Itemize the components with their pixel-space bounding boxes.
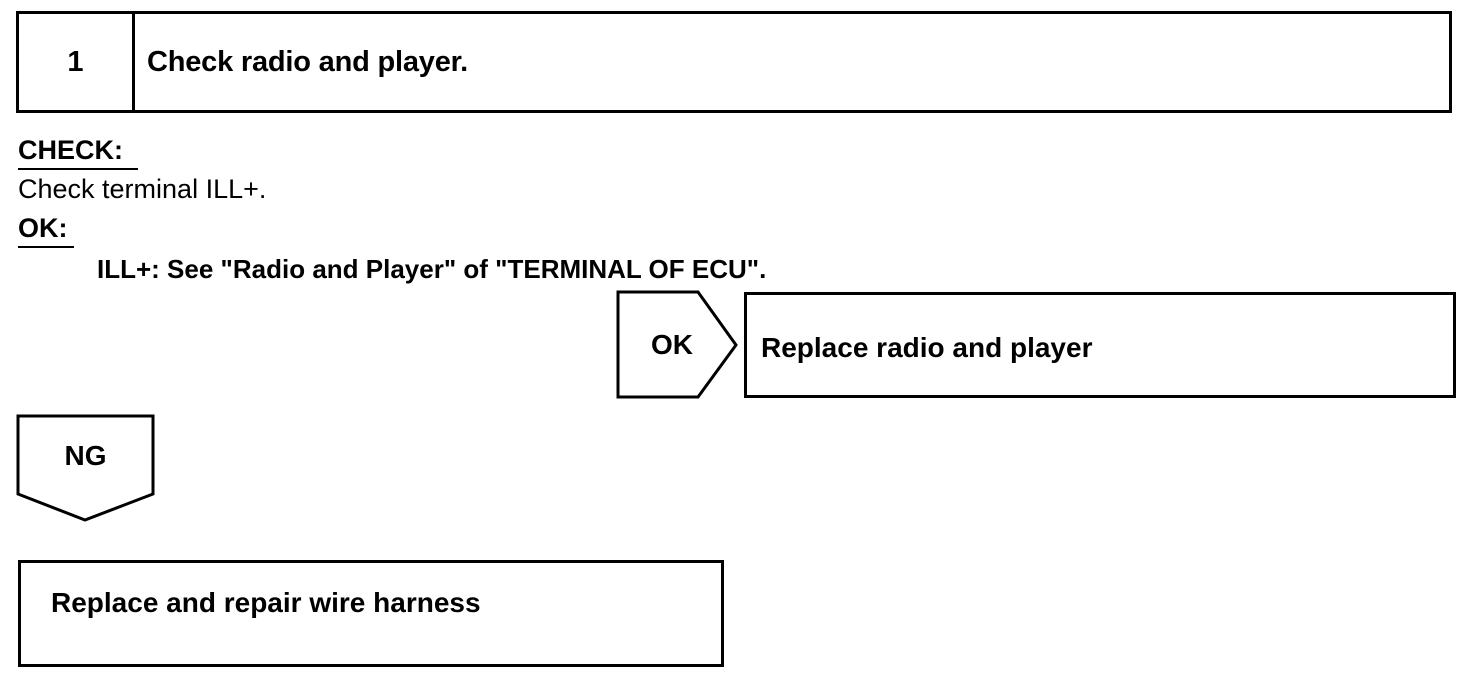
ng-result-text: Replace and repair wire harness	[51, 587, 481, 618]
ok-heading-underline	[18, 246, 74, 248]
ok-heading: OK:	[18, 213, 68, 243]
ok-arrow-shape	[616, 290, 738, 399]
ng-arrow-shape	[16, 414, 155, 522]
check-heading-underline	[18, 168, 138, 170]
ok-result-box: Replace radio and player	[744, 292, 1456, 398]
step-number: 1	[19, 14, 135, 110]
check-heading: CHECK:	[18, 135, 123, 165]
ok-result-text: Replace radio and player	[761, 332, 1093, 363]
ng-branch-label: NG	[64, 440, 107, 471]
step-header-box: 1 Check radio and player.	[16, 11, 1452, 113]
ok-spec-text: ILL+: See "Radio and Player" of "TERMINA…	[97, 254, 767, 284]
check-text: Check terminal ILL+.	[18, 174, 267, 204]
ng-result-box: Replace and repair wire harness	[18, 560, 724, 667]
ok-branch-label: OK	[651, 328, 693, 360]
step-title: Check radio and player.	[147, 45, 468, 78]
